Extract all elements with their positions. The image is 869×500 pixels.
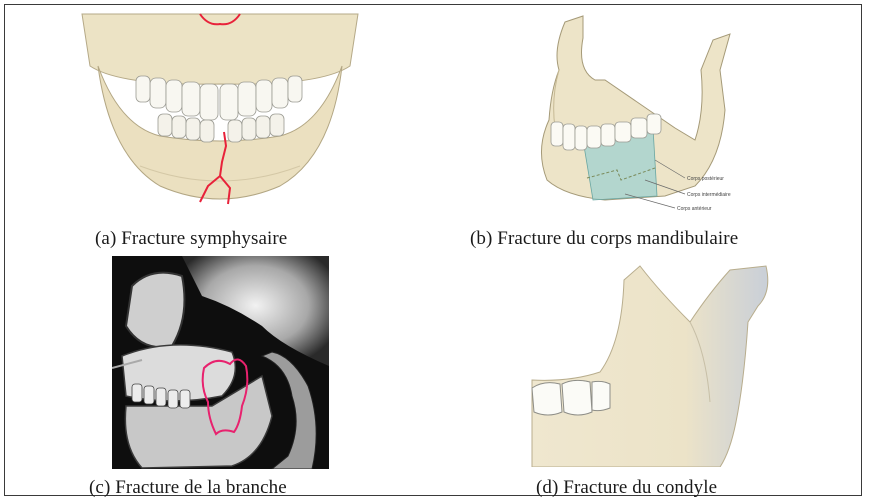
- label-corps-posterieur: Corps postérieur: [687, 176, 724, 182]
- caption-b: (b) Fracture du corps mandibulaire: [470, 228, 738, 250]
- label-corps-intermediaire: Corps intermédiaire: [687, 192, 731, 198]
- panel-c-illustration: [112, 256, 329, 469]
- mandible-front: [98, 66, 342, 199]
- caption-d: (d) Fracture du condyle: [536, 477, 717, 499]
- ramus-condyle: [532, 266, 768, 467]
- caption-a: (a) Fracture symphysaire: [95, 228, 287, 250]
- label-corps-anterieur: Corps antérieur: [677, 206, 712, 212]
- caption-c: (c) Fracture de la branche: [89, 477, 287, 499]
- lower-teeth: [158, 114, 284, 142]
- panel-b-illustration: Corps postérieur Corps intermédiaire Cor…: [525, 10, 770, 220]
- panel-a-illustration: [80, 6, 360, 216]
- panel-d-illustration: [530, 262, 775, 467]
- molar-teeth: [532, 380, 610, 415]
- ct-orbit: [126, 273, 184, 347]
